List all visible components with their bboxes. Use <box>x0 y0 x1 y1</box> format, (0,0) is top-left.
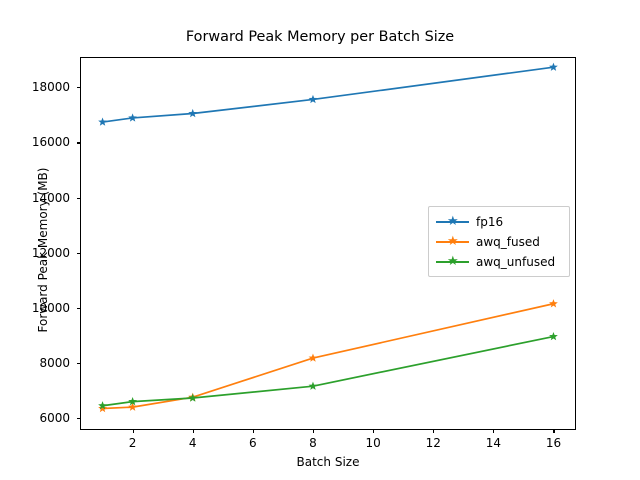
legend-swatch-icon: ★ <box>436 215 469 229</box>
x-tick-label: 8 <box>309 436 317 450</box>
series-line <box>102 66 554 123</box>
y-tick-mark <box>76 87 80 89</box>
plot-lines <box>98 62 558 413</box>
legend-label: awq_unfused <box>476 255 556 269</box>
x-axis-label: Batch Size <box>296 455 360 469</box>
y-tick-mark <box>76 142 80 144</box>
x-tick-mark <box>252 429 254 433</box>
series-line <box>102 335 554 407</box>
legend-label: fp16 <box>476 215 504 229</box>
data-point-marker <box>549 62 558 71</box>
y-tick-label: 10000 <box>31 300 70 315</box>
plot-area <box>80 57 576 430</box>
y-tick-label: 12000 <box>31 245 70 260</box>
series-line <box>102 302 554 410</box>
y-tick-label: 16000 <box>31 135 70 150</box>
x-tick-mark <box>373 429 375 433</box>
y-tick-label: 14000 <box>31 190 70 205</box>
legend-item-awq_fused[interactable]: ★ awq_fused <box>436 232 562 252</box>
y-tick-mark <box>76 307 80 309</box>
series-awq_unfused <box>98 331 558 410</box>
series-awq_fused <box>98 299 558 413</box>
x-tick-label: 16 <box>545 436 562 450</box>
legend-label: awq_fused <box>476 235 540 249</box>
y-tick-label: 8000 <box>39 356 70 370</box>
y-tick-label: 6000 <box>39 411 70 426</box>
x-tick-label: 12 <box>425 436 441 450</box>
y-tick-mark <box>76 197 80 199</box>
x-tick-mark <box>192 429 194 433</box>
chart-title: Forward Peak Memory per Batch Size <box>185 29 455 45</box>
data-point-marker <box>128 402 137 411</box>
series-fp16 <box>98 62 558 126</box>
data-point-marker <box>308 94 318 104</box>
y-tick-mark <box>76 418 80 420</box>
y-tick-label: 18000 <box>31 80 70 95</box>
legend-swatch-icon: ★ <box>436 235 469 249</box>
data-point-marker <box>98 403 107 413</box>
x-tick-label: 10 <box>365 436 381 450</box>
x-tick-mark <box>553 429 555 433</box>
data-point-marker <box>98 401 107 410</box>
x-tick-label: 2 <box>128 436 137 450</box>
x-tick-mark <box>132 429 134 433</box>
legend-item-fp16[interactable]: ★ fp16 <box>436 212 562 232</box>
x-tick-mark <box>312 429 315 433</box>
data-point-marker <box>549 331 558 341</box>
data-point-marker <box>308 353 318 362</box>
chart-legend: ★ fp16 ★ awq_fused ★ awq_unfused <box>428 206 570 277</box>
x-tick-label: 6 <box>249 436 257 450</box>
data-point-marker <box>188 108 198 118</box>
y-tick-mark <box>76 363 80 365</box>
x-tick-label: 14 <box>485 436 501 450</box>
x-tick-mark <box>493 429 495 433</box>
x-tick-mark <box>433 429 435 433</box>
data-point-marker <box>128 397 137 406</box>
data-point-marker <box>128 113 137 122</box>
data-point-marker <box>98 117 107 126</box>
data-point-marker <box>549 299 558 308</box>
x-tick-label: 4 <box>188 436 197 450</box>
data-point-marker <box>308 381 318 390</box>
legend-item-awq_unfused[interactable]: ★ awq_unfused <box>436 252 562 272</box>
data-point-marker <box>188 393 198 402</box>
legend-swatch-icon: ★ <box>436 255 469 269</box>
y-tick-mark <box>76 252 80 254</box>
